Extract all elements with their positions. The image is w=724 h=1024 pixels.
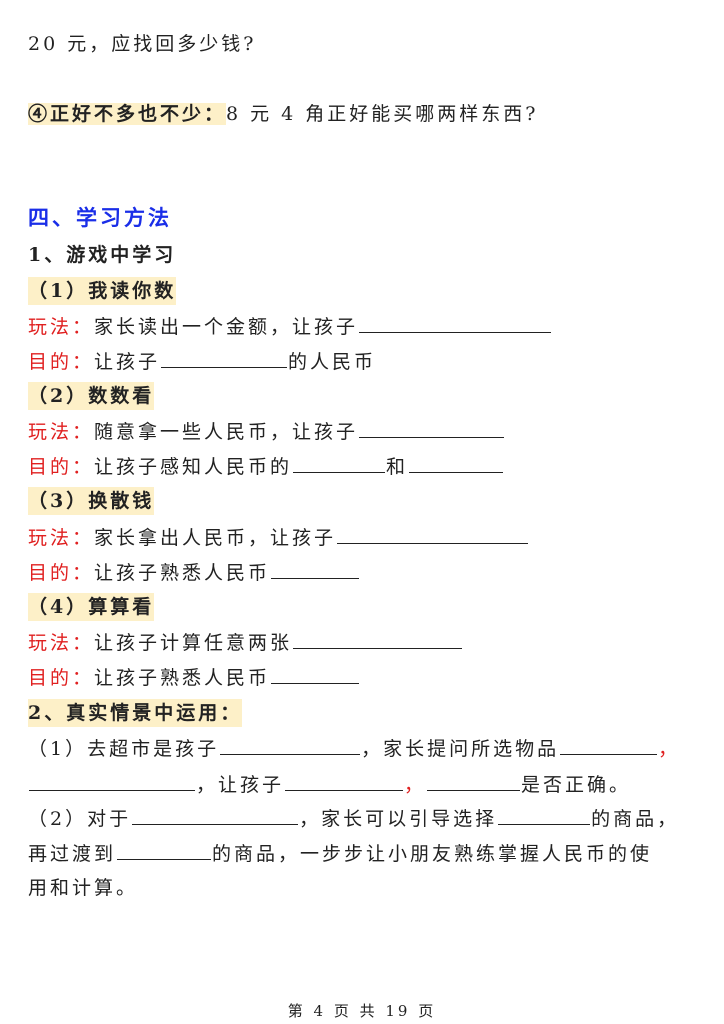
aim-text: 的人民币: [288, 351, 377, 373]
blank: [285, 770, 404, 791]
text: 的商品，: [591, 808, 680, 830]
question-text: 8 元 4 角正好能买哪两样东西?: [226, 103, 539, 125]
text-line: 20 元，应找回多少钱?: [28, 33, 257, 55]
aim-label: 目的：: [28, 456, 95, 478]
real-life-2: （2）对于 ，家长可以引导选择 的商品，: [28, 804, 679, 833]
text: ，让孩子: [196, 774, 285, 796]
play-label: 玩法：: [28, 632, 95, 654]
game-4-play: 玩法：让孩子计算任意两张: [28, 628, 463, 657]
section-heading: 四、学习方法: [28, 205, 172, 230]
aim-text: 让孩子: [94, 351, 161, 373]
real-life-1: （1）去超市是孩子 ，家长提问所选物品 ，: [28, 734, 680, 763]
aim-label: 目的：: [28, 562, 95, 584]
aim-text: 让孩子熟悉人民币: [94, 667, 271, 689]
play-text: 让孩子计算任意两张: [94, 632, 293, 654]
aim-label: 目的：: [28, 351, 95, 373]
text: （2）对于: [28, 808, 132, 830]
aim-text: 让孩子感知人民币的: [94, 456, 293, 478]
red-comma: ，: [404, 774, 427, 796]
text: 再过渡到: [28, 843, 117, 865]
play-label: 玩法：: [28, 421, 95, 443]
blank: [161, 347, 288, 368]
game-1-play: 玩法：家长读出一个金额，让孩子: [28, 312, 552, 341]
blank: [498, 804, 591, 825]
blank: [29, 770, 195, 791]
play-text: 家长拿出人民币，让孩子: [94, 527, 337, 549]
blank: [427, 770, 521, 791]
red-comma: ，: [658, 738, 681, 760]
text: 是否正确。: [521, 774, 632, 796]
blank: [220, 734, 361, 755]
question-4: ④正好不多也不少：8 元 4 角正好能买哪两样东西?: [28, 100, 539, 128]
blank: [132, 804, 299, 825]
blank: [271, 558, 360, 579]
game-4-aim: 目的：让孩子熟悉人民币: [28, 663, 360, 692]
page-footer: 第 4 页 共 19 页: [287, 1002, 437, 1020]
blank: [359, 312, 552, 333]
highlight-label: ④正好不多也不少：: [28, 103, 227, 125]
play-label: 玩法：: [28, 316, 95, 338]
blank: [560, 734, 658, 755]
text: 的商品，一步步让小朋友熟练掌握人民币的使: [212, 843, 653, 865]
aim-text: 和: [386, 456, 409, 478]
text: （1）去超市是孩子: [28, 738, 220, 760]
play-label: 玩法：: [28, 527, 95, 549]
text: ，家长提问所选物品: [361, 738, 560, 760]
blank: [337, 523, 529, 544]
game-2-aim: 目的：让孩子感知人民币的 和: [28, 452, 504, 481]
game-3-aim: 目的：让孩子熟悉人民币: [28, 558, 360, 587]
play-text: 随意拿一些人民币，让孩子: [94, 421, 359, 443]
subheading-games: 1、游戏中学习: [28, 244, 177, 266]
aim-label: 目的：: [28, 667, 95, 689]
blank: [359, 417, 505, 438]
text: ，家长可以引导选择: [299, 808, 498, 830]
blank: [117, 839, 212, 860]
blank: [293, 628, 463, 649]
game-2-title: （2）数数看: [28, 382, 155, 410]
game-3-title: （3）换散钱: [28, 487, 155, 515]
blank: [409, 452, 504, 473]
real-life-2-end: 用和计算。: [28, 877, 139, 899]
real-life-2-cont: 再过渡到 的商品，一步步让小朋友熟练掌握人民币的使: [28, 839, 652, 868]
game-1-aim: 目的：让孩子 的人民币: [28, 347, 376, 376]
real-life-1-cont: ，让孩子 ， 是否正确。: [28, 770, 631, 799]
subheading-real-life: 2、真实情景中运用：: [28, 699, 243, 727]
blank: [271, 663, 360, 684]
game-2-play: 玩法：随意拿一些人民币，让孩子: [28, 417, 505, 446]
blank: [293, 452, 386, 473]
game-4-title: （4）算算看: [28, 593, 155, 621]
play-text: 家长读出一个金额，让孩子: [94, 316, 359, 338]
game-3-play: 玩法：家长拿出人民币，让孩子: [28, 523, 529, 552]
aim-text: 让孩子熟悉人民币: [94, 562, 271, 584]
game-1-title: （1）我读你数: [28, 277, 177, 305]
